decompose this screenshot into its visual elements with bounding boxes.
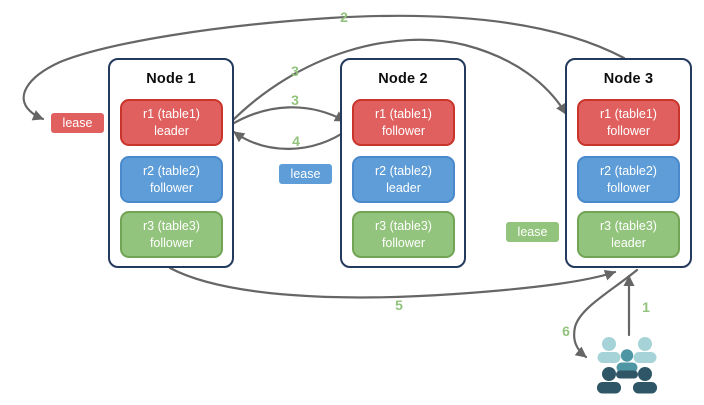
replica-role: follower	[606, 180, 651, 195]
node-1: Node 1 r1 (table1) leader r2 (table2) fo…	[108, 58, 234, 268]
replica-role: follower	[381, 235, 426, 250]
replica-role: follower	[381, 123, 426, 138]
replica-role: follower	[149, 235, 194, 250]
replica-role: leader	[611, 235, 646, 250]
node-1-replica-r1: r1 (table1) leader	[120, 99, 223, 146]
replica-role: follower	[149, 180, 194, 195]
node-1-replica-r3: r3 (table3) follower	[120, 211, 223, 258]
step-number-3a: 3	[291, 63, 299, 79]
replica-name: r3 (table3)	[600, 219, 657, 234]
replica-name: r2 (table2)	[375, 164, 432, 179]
lease-label-blue: lease	[278, 163, 333, 185]
node-1-replica-r2: r2 (table2) follower	[120, 156, 223, 203]
replica-role: leader	[386, 180, 421, 195]
node-2-replica-r1: r1 (table1) follower	[352, 99, 455, 146]
node-3-replica-r2: r2 (table2) follower	[577, 156, 680, 203]
step-number-3b: 3	[291, 92, 299, 108]
node-3-title: Node 3	[603, 71, 654, 87]
arrow-step-6	[573, 268, 639, 359]
replica-name: r1 (table1)	[375, 107, 432, 122]
step-number-2: 2	[340, 9, 348, 25]
node-2-replica-r2: r2 (table2) leader	[352, 156, 455, 203]
node-1-title: Node 1	[146, 71, 196, 87]
node-3-replica-r1: r1 (table1) follower	[577, 99, 680, 146]
arrow-step-3-to-node2	[227, 106, 347, 128]
step-number-4: 4	[292, 133, 300, 149]
replica-role: leader	[154, 123, 189, 138]
replica-name: r3 (table3)	[375, 219, 432, 234]
users-group-icon	[597, 337, 657, 394]
lease-label-red: lease	[50, 112, 105, 134]
replica-name: r2 (table2)	[143, 164, 200, 179]
node-3: Node 3 r1 (table1) follower r2 (table2) …	[565, 58, 692, 268]
replica-name: r3 (table3)	[143, 219, 200, 234]
step-number-5: 5	[395, 297, 403, 313]
replica-name: r1 (table1)	[600, 107, 657, 122]
step-number-6: 6	[562, 323, 570, 339]
replica-name: r2 (table2)	[600, 164, 657, 179]
node-2-title: Node 2	[378, 71, 428, 87]
node-3-replica-r3: r3 (table3) leader	[577, 211, 680, 258]
arrow-step-5	[168, 266, 617, 299]
node-2-replica-r3: r3 (table3) follower	[352, 211, 455, 258]
replica-role: follower	[606, 123, 651, 138]
replica-name: r1 (table1)	[143, 107, 200, 122]
lease-label-green: lease	[505, 221, 560, 243]
node-2: Node 2 r1 (table1) follower r2 (table2) …	[340, 58, 466, 268]
step-number-1: 1	[642, 299, 650, 315]
